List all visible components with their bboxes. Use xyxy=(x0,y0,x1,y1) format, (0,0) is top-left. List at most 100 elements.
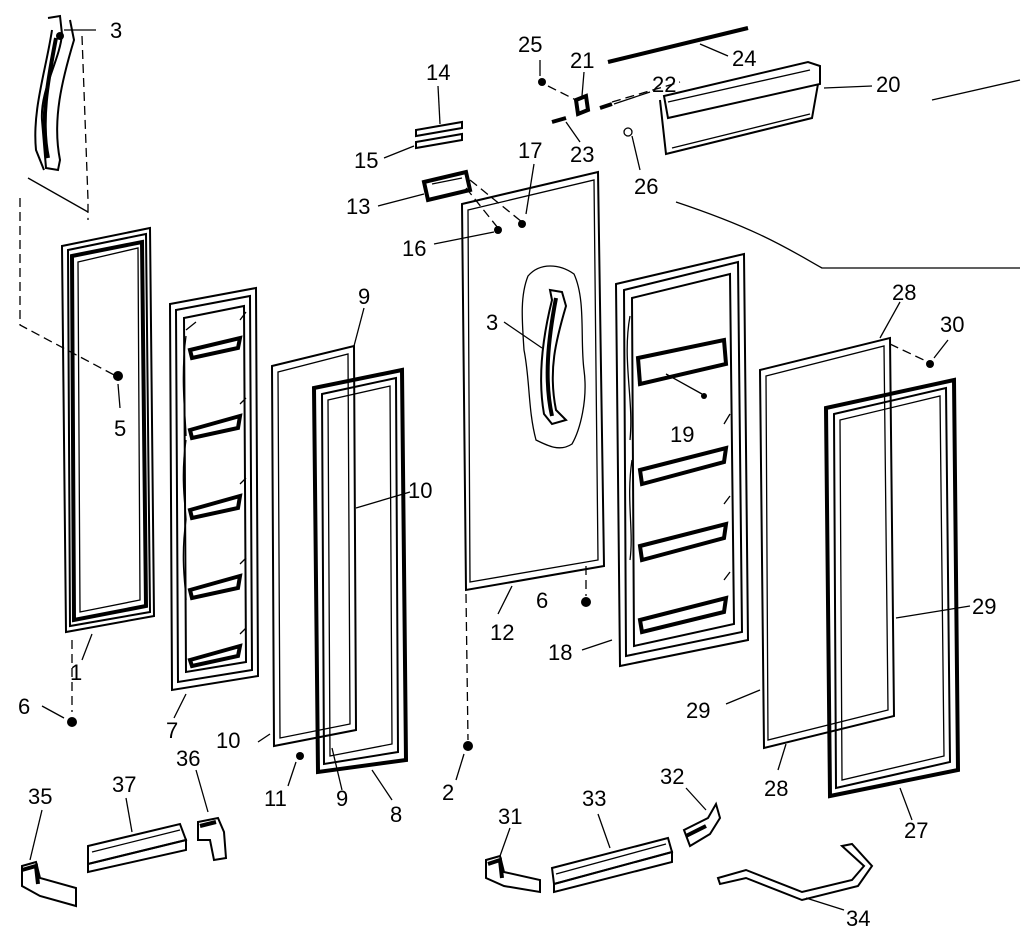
trim-strip-part-15 xyxy=(415,132,463,150)
callout-3-upper: 3 xyxy=(110,18,122,43)
door-panel-part-1 xyxy=(60,226,156,634)
callout-16: 16 xyxy=(402,236,426,261)
callout-6-center: 6 xyxy=(536,588,548,613)
callout-33: 33 xyxy=(582,786,606,811)
callout-11: 11 xyxy=(264,786,287,811)
leader-19 xyxy=(665,373,703,395)
screw-part-25 xyxy=(538,78,546,86)
door-gasket-part-8 xyxy=(311,367,409,775)
callout-9-lower: 9 xyxy=(336,786,348,811)
callout-19: 19 xyxy=(670,422,694,447)
callout-35: 35 xyxy=(28,784,52,809)
callout-26: 26 xyxy=(634,174,658,199)
leader-30 xyxy=(933,339,949,359)
callout-9-upper: 9 xyxy=(358,284,370,309)
callout-17: 17 xyxy=(518,138,542,163)
hinge-cover-part-33 xyxy=(550,836,674,894)
callout-22: 22 xyxy=(652,72,676,97)
handle-part-3 xyxy=(34,14,76,172)
dash-13 xyxy=(465,179,523,229)
callout-6-left: 6 xyxy=(18,694,30,719)
callout-23: 23 xyxy=(570,142,594,167)
callout-21: 21 xyxy=(570,48,594,73)
leader-26 xyxy=(631,135,641,171)
leader-33 xyxy=(597,813,611,849)
dash-5 xyxy=(19,198,117,377)
callout-27: 27 xyxy=(904,818,928,843)
hinge-part-31 xyxy=(485,854,541,894)
callout-25: 25 xyxy=(518,32,542,57)
leader-28b xyxy=(777,743,787,771)
door-shell-part-12 xyxy=(460,170,606,592)
leader-1 xyxy=(81,633,93,661)
pin-part-22 xyxy=(599,102,613,110)
pin-part-23 xyxy=(551,116,567,124)
door-gasket-part-27 xyxy=(823,377,961,799)
leader-14 xyxy=(437,85,441,125)
callout-7: 7 xyxy=(166,718,178,743)
leader-20 xyxy=(823,85,873,89)
callout-24: 24 xyxy=(732,46,756,71)
callout-36: 36 xyxy=(176,746,200,771)
leader-9b xyxy=(331,747,343,791)
fastener-5 xyxy=(113,371,123,381)
leader-31 xyxy=(499,827,511,857)
callout-37: 37 xyxy=(112,772,136,797)
callout-13: 13 xyxy=(346,194,370,219)
callout-28-upper: 28 xyxy=(892,280,916,305)
leader-9a xyxy=(353,307,365,347)
leader-12 xyxy=(497,585,513,615)
fastener-19 xyxy=(701,393,707,399)
fastener-16 xyxy=(494,226,502,234)
callout-3-inset: 3 xyxy=(486,310,498,335)
dash-2 xyxy=(465,593,469,741)
fastener-6a xyxy=(67,717,77,727)
gasket-frame-part-9 xyxy=(270,344,358,748)
leader-13 xyxy=(377,193,425,207)
rod-part-24 xyxy=(607,26,749,64)
trim-strip-part-14 xyxy=(415,120,463,138)
dash-handle-align xyxy=(81,35,89,220)
dash-30 xyxy=(889,343,929,363)
handle-base-line xyxy=(27,177,89,213)
callout-8: 8 xyxy=(390,802,402,827)
dash-upper xyxy=(547,81,681,103)
leader-28a xyxy=(879,301,901,339)
callout-29-right: 29 xyxy=(972,594,996,619)
leader-27 xyxy=(899,787,913,821)
hinge-part-32 xyxy=(682,801,722,848)
plate-part-13 xyxy=(421,169,473,203)
callout-29-left: 29 xyxy=(686,698,710,723)
leader-10a xyxy=(257,733,271,743)
door-liner-part-18 xyxy=(614,252,750,668)
callout-20: 20 xyxy=(876,72,900,97)
callout-15: 15 xyxy=(354,148,378,173)
callout-28-lower: 28 xyxy=(764,776,788,801)
door-liner-part-7 xyxy=(168,286,260,692)
callout-12: 12 xyxy=(490,620,514,645)
leader-3b xyxy=(503,321,543,349)
fastener-17 xyxy=(518,220,526,228)
callout-18: 18 xyxy=(548,640,572,665)
callout-30: 30 xyxy=(940,312,964,337)
leader-34 xyxy=(805,897,845,911)
callout-5: 5 xyxy=(114,416,126,441)
callout-31: 31 xyxy=(498,804,522,829)
callout-32: 32 xyxy=(660,764,684,789)
gasket-frame-part-28 xyxy=(758,336,896,750)
callout-2: 2 xyxy=(442,780,454,805)
fastener-30 xyxy=(926,360,934,368)
washer-part-26 xyxy=(623,127,633,137)
leader-29b xyxy=(895,605,971,619)
leader-5 xyxy=(117,383,121,409)
wire-part-34 xyxy=(716,842,874,902)
callout-34: 34 xyxy=(846,906,870,931)
leader-24 xyxy=(699,43,729,57)
leader-29a xyxy=(725,689,761,705)
leader-2 xyxy=(455,753,465,781)
leader-21 xyxy=(581,71,585,97)
leader-15 xyxy=(383,145,415,159)
leader-36 xyxy=(195,769,209,813)
